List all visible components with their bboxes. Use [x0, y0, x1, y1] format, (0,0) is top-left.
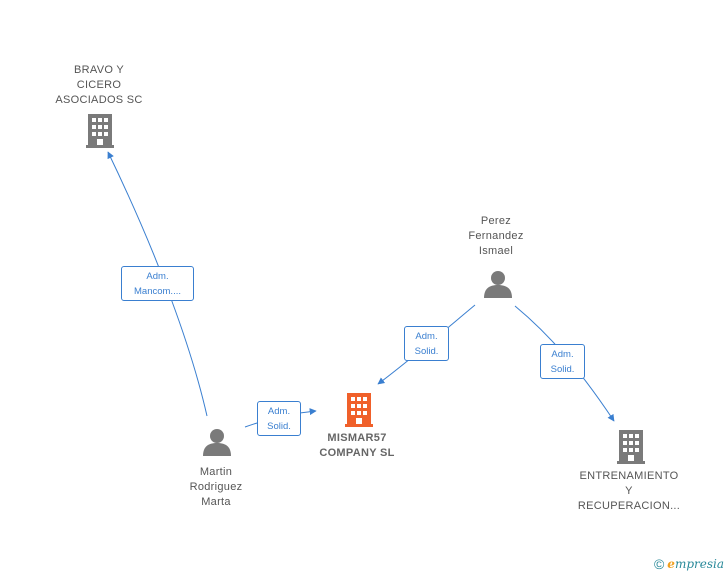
person-icon[interactable]	[203, 429, 231, 456]
node-label-mismar[interactable]: MISMAR57 COMPANY SL	[319, 432, 395, 459]
building-icon[interactable]	[617, 430, 645, 464]
copyright-icon: ©	[653, 556, 665, 572]
footer-branding: © empresia	[654, 556, 724, 572]
relation-label-perez-mismar[interactable]: Adm. Solid.	[404, 326, 449, 361]
brand-logo[interactable]: empresia	[667, 557, 724, 571]
person-icon[interactable]	[484, 271, 512, 298]
relation-label-martin-bravo[interactable]: Adm. Mancom....	[121, 266, 194, 301]
node-label-entrenamiento[interactable]: ENTRENAMIENTO Y RECUPERACION...	[577, 470, 681, 512]
relation-label-martin-mismar[interactable]: Adm. Solid.	[257, 401, 301, 436]
relation-label-perez-entrenamiento[interactable]: Adm. Solid.	[540, 344, 585, 379]
node-label-martin[interactable]: Martin Rodriguez Marta	[189, 466, 243, 508]
building-icon[interactable]	[86, 114, 114, 148]
node-label-bravo[interactable]: BRAVO Y CICERO ASOCIADOS SC	[55, 64, 143, 106]
building-icon-focus[interactable]	[345, 393, 373, 427]
node-label-perez[interactable]: Perez Fernandez Ismael	[468, 215, 524, 257]
